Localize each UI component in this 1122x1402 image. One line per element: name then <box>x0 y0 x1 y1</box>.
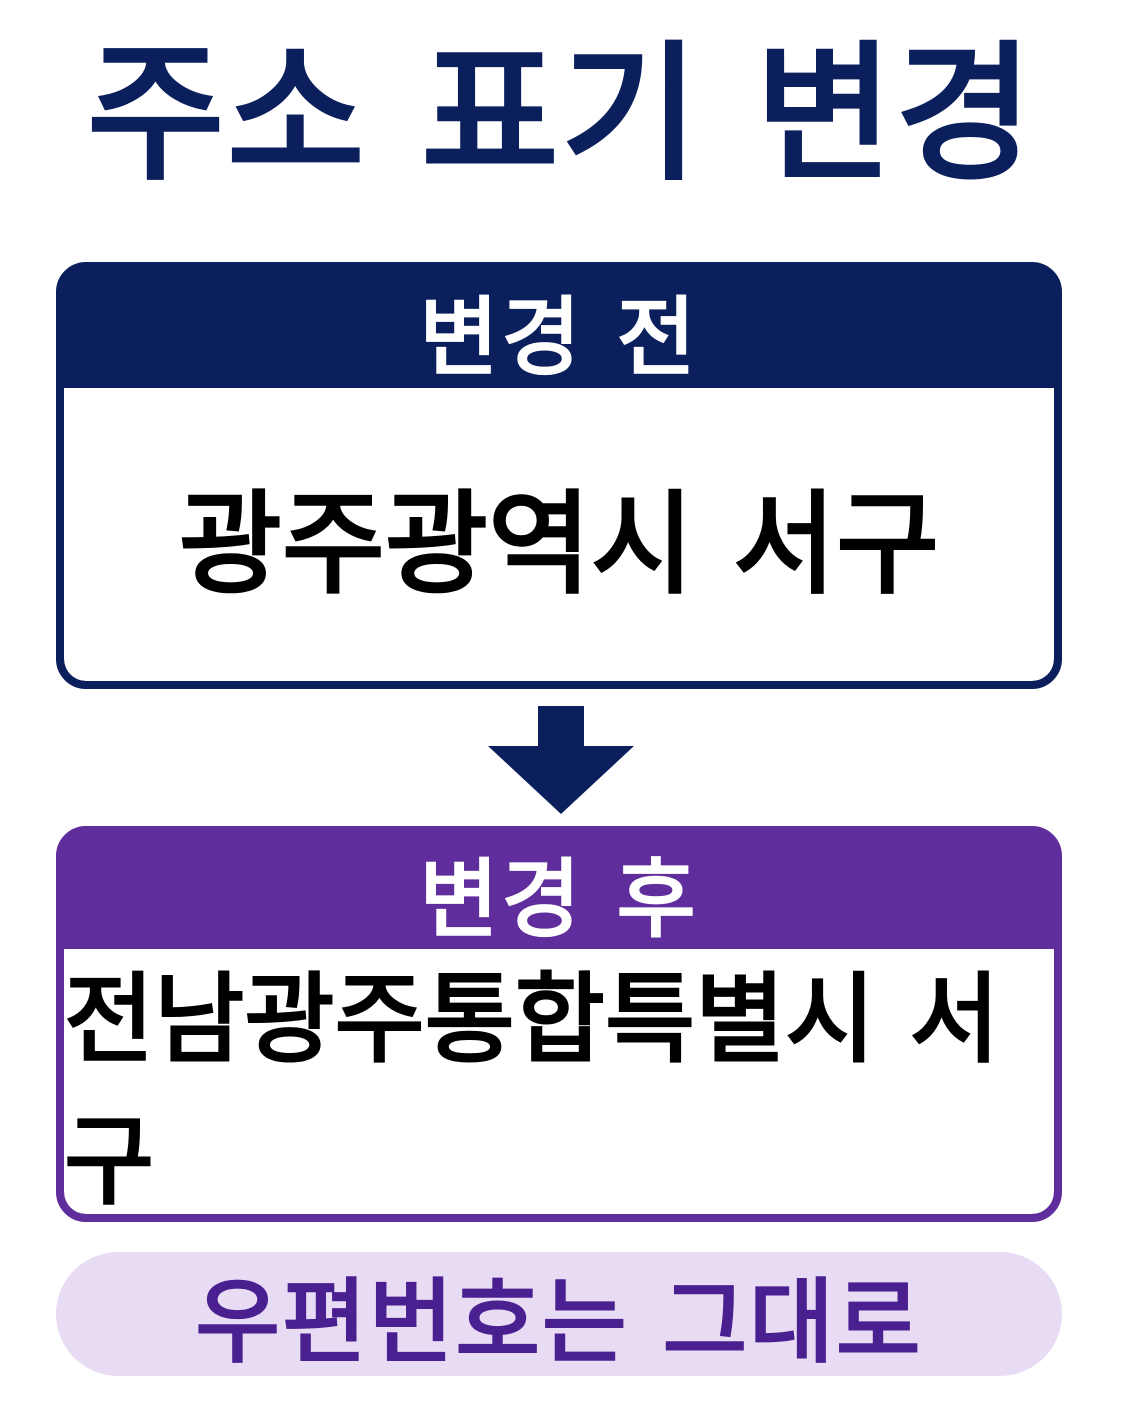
arrow-down-icon <box>488 706 634 814</box>
after-card-header: 변경 후 <box>419 850 699 950</box>
before-card: 변경 전 광주광역시 서구 <box>56 262 1062 689</box>
postal-code-note: 우편번호는 그대로 <box>56 1252 1062 1376</box>
after-address: 전남광주통합특별시 서구 <box>64 949 1054 1214</box>
before-address: 광주광역시 서구 <box>64 388 1054 681</box>
page-title: 주소 표기 변경 <box>86 28 1036 202</box>
before-card-header: 변경 전 <box>419 287 699 388</box>
after-card: 변경 후 전남광주통합특별시 서구 <box>56 826 1062 1222</box>
